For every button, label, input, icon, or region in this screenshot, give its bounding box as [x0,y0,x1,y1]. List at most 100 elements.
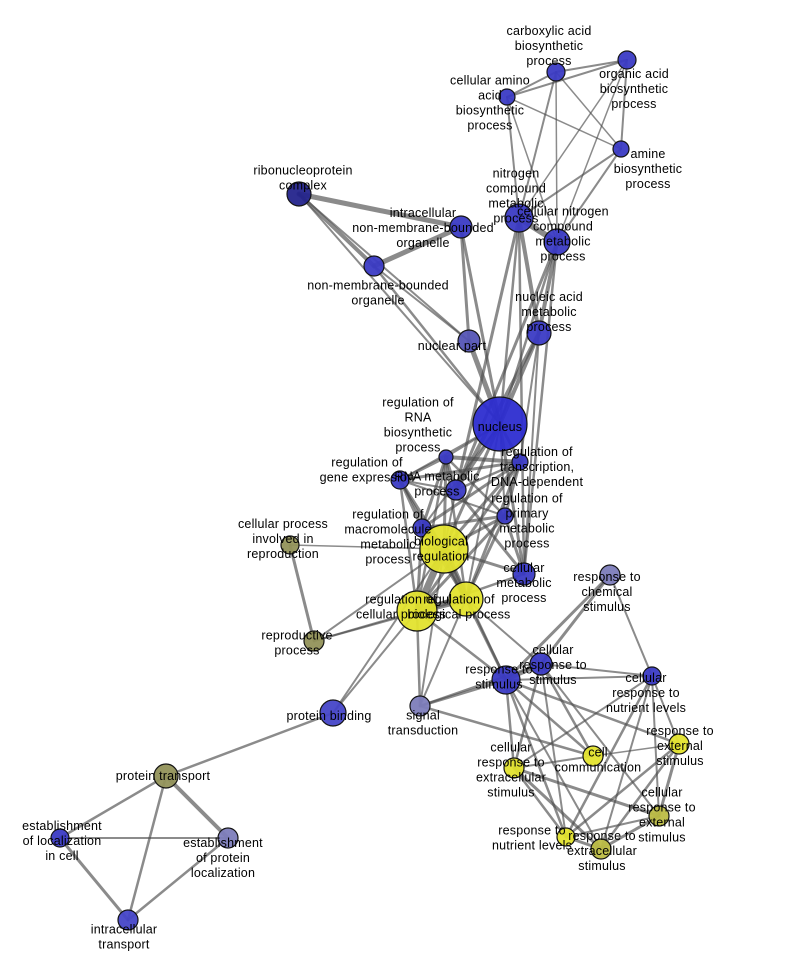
edge-intra_nmb--nmb [371,224,464,269]
node-signal_trans[interactable] [409,695,431,717]
node-resp_nutrient[interactable] [556,827,576,847]
edge-intra_nmb--nucleus [459,225,502,426]
node-cell_resp_extracell[interactable] [503,757,525,779]
node-cell_resp_stim[interactable] [529,652,553,676]
edge-resp_stim--cell_resp_nutrient [505,675,653,681]
edge-nucleic--cell_met [523,332,540,575]
node-reg_bio_proc[interactable] [448,581,484,617]
edge-cell_resp_external--resp_nutrient [565,815,660,838]
edge-nmb--nucleus [372,264,502,426]
edge-cell_resp_stim--resp_chem [539,573,612,666]
edge-reg_bio_proc--signal_trans [419,598,467,707]
node-cell_amino[interactable] [498,88,516,106]
edge-cell_resp_nutrient--cell_resp_external [651,675,660,817]
edge-resp_stim--resp_chem [504,573,612,682]
edge-reg_transcription--reg_macro [420,460,522,530]
edge-cell_resp_extracell--cell_resp_external [512,766,661,818]
node-nitrogen[interactable] [504,203,534,233]
node-repro[interactable] [303,630,325,652]
edge-cell_resp_extracell--resp_nutrient [512,766,568,839]
node-carboxylic[interactable] [546,62,566,82]
edge-organic--cell_nitrogen [556,59,628,243]
node-label-nuclear_part: nuclear part [418,339,487,353]
edge-cell_resp_extracell--resp_extracell [512,766,603,851]
node-cell_resp_nutrient[interactable] [642,666,662,686]
node-bio_reg[interactable] [419,524,469,574]
node-reg_rna[interactable] [438,449,454,465]
edge-nucleic--reg_transcription [519,332,540,463]
edge-reg_bio_proc--repro [313,598,467,642]
node-ribo[interactable] [286,181,312,207]
edge-carboxylic--nitrogen [518,71,557,219]
node-amine[interactable] [612,140,630,158]
node-cell_resp_external[interactable] [648,805,670,827]
edge-nmb--nuclear_part [373,265,470,342]
node-nucleic[interactable] [526,320,552,346]
edge-resp_external--resp_nutrient [564,742,681,839]
node-resp_chem[interactable] [599,564,621,586]
node-cell_nitrogen[interactable] [543,228,571,256]
node-est_prot_loc[interactable] [217,827,239,849]
edge-resp_stim--cell_resp_extracell [504,678,516,770]
edge-cell_resp_nutrient--resp_nutrient [564,674,654,839]
edge-organic--cell_amino [506,59,628,98]
edge-resp_external--resp_extracell [599,742,681,851]
node-nmb[interactable] [363,255,385,277]
edge-reg_gene--reg_cell_proc [398,478,419,613]
edge-cell_resp_nutrient--resp_external [651,675,680,745]
edge-nucleus--nitrogen [498,216,521,426]
edge-bio_reg--repro [313,548,445,642]
node-resp_stim[interactable] [491,665,521,695]
edge-reg_rna--reg_primary [444,455,507,518]
edges-layer [58,59,681,922]
node-est_loc_cell[interactable] [50,828,70,848]
node-label-protein_binding: protein binding [286,709,371,723]
node-resp_external[interactable] [668,733,690,755]
edge-cell_nitrogen--nucleic [537,240,559,335]
edge-cell_resp_stim--signal_trans [418,662,543,708]
node-cpir[interactable] [280,535,300,555]
node-organic[interactable] [617,50,637,70]
node-reg_cell_proc[interactable] [396,590,438,632]
edge-cell_resp_nutrient--cell_resp_extracell [513,675,653,769]
node-resp_extracell[interactable] [590,838,612,860]
edge-bio_reg--cpir [289,544,445,550]
edge-amine--cell_nitrogen [556,148,622,243]
node-label-nucleus: nucleus [478,420,523,434]
edge-cell_resp_extracell--cell_comm [513,755,594,769]
node-protein_binding[interactable] [319,699,347,727]
node-nucleus[interactable] [472,396,528,452]
node-reg_transcription[interactable] [511,453,529,471]
edge-reg_transcription--reg_gene [398,460,522,482]
edge-amine--nitrogen [518,148,622,219]
node-intra_nmb[interactable] [449,215,473,239]
node-protein_transport[interactable] [153,763,179,789]
node-cell_met[interactable] [512,562,536,586]
node-nuclear_part[interactable] [457,329,481,353]
node-cell_comm[interactable] [582,745,604,767]
node-reg_gene[interactable] [390,470,410,490]
edge-cell_resp_stim--cell_comm [539,662,595,758]
node-intra_transport[interactable] [117,909,139,931]
node-rna_met[interactable] [445,479,467,501]
node-reg_primary[interactable] [496,507,514,525]
